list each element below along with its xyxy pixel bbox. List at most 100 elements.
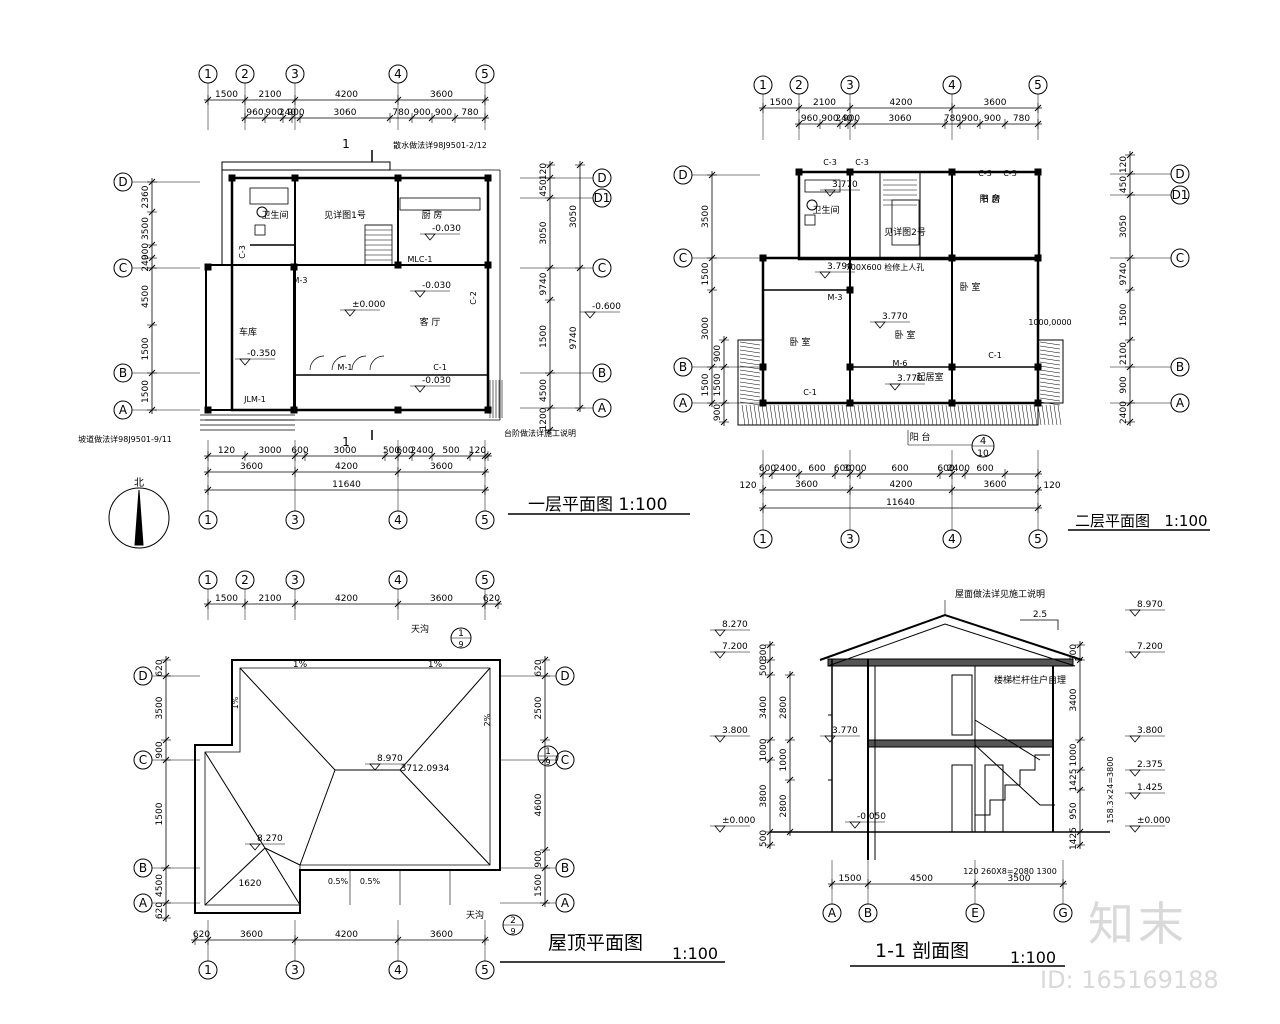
f2-hatch (1037, 404, 1042, 426)
f2-hatch (739, 361, 761, 366)
roof-axis-top-1-label: 1 (204, 573, 212, 587)
f1-room-label: 厨 房 (422, 209, 443, 221)
f2-dims-bottom2-text: 4200 (890, 480, 913, 490)
roof-dims-left-text: 4500 (155, 874, 165, 897)
f1-dims-bottom1-text: 2400 (411, 446, 434, 456)
roof-axis-right-D-label: D (560, 669, 569, 683)
f1-tag: C-3 (238, 245, 247, 259)
f2-dims-bottom1-text: 600 (891, 464, 908, 474)
sec-slope-mark (1020, 619, 1059, 630)
sec-level-inner: 3.770 (832, 726, 858, 736)
f2-hatch (869, 404, 874, 426)
roof-detail-sheet: 9 (458, 640, 463, 649)
roof-dim-text: 1620 (239, 879, 262, 889)
sec-level-right: 7.200 (1137, 642, 1163, 652)
f1-level: -0.030 (432, 224, 461, 234)
roof-hip (399, 769, 491, 866)
f2-hatch (993, 404, 998, 426)
level-mark (824, 735, 836, 743)
roof-hip (204, 751, 266, 849)
f1-north-label: 北 (134, 477, 144, 489)
level-mark (874, 321, 886, 329)
f1-axis-right-D-label: D (597, 171, 606, 185)
roof-level: 8.970 (377, 754, 403, 764)
roof-hip (264, 847, 301, 906)
f1-bathtub (249, 187, 289, 205)
level-mark (414, 385, 426, 393)
f1-section-mark: 1 (342, 435, 350, 449)
level-mark (584, 311, 596, 319)
f2-tag: M-6 (893, 359, 908, 368)
f1-dims-bottom1-text: 3000 (334, 446, 357, 456)
roof-dims-left-text: 900 (155, 741, 165, 758)
f1-dims-left-text: 1500 (141, 337, 151, 360)
f1-dims-right-text: 450 (539, 179, 549, 196)
f2-hatch (1033, 404, 1038, 426)
f2-hatch (781, 404, 786, 426)
sec-level-right: 1.425 (1137, 783, 1163, 793)
f2-dims-right-text: 3050 (1119, 215, 1129, 238)
f2-hatch (893, 404, 898, 426)
f2-hatch (945, 404, 950, 426)
roof-slope: 1% (231, 696, 240, 709)
f2-hatch (909, 404, 914, 426)
f2-hatch (739, 341, 761, 346)
f2-dims-total-text: 11640 (886, 498, 915, 508)
f2-hatch (925, 404, 930, 426)
f2-hatch (817, 404, 822, 426)
f2-hatch (1039, 401, 1061, 406)
roof-detail-sheet: 9 (510, 927, 515, 936)
f1-dims-bottom2-text: 3600 (430, 462, 453, 472)
f2-dims-bottom1-text: 2400 (774, 464, 797, 474)
f1-eave-top (221, 161, 391, 171)
f2-dims-right-text: 9740 (1119, 262, 1129, 285)
f2-dims-right-text: 2400 (1119, 401, 1129, 424)
sec-level-left: 3.800 (722, 726, 748, 736)
sec-axis-E-label: E (971, 906, 979, 920)
level-mark (344, 309, 356, 317)
f2-hatch (929, 404, 934, 426)
f1-outer-wall (230, 176, 490, 412)
f2-dims-top2-text: 240 (835, 114, 852, 124)
sec-dims-right-text: 1425 (1069, 769, 1079, 792)
f1-kitchen-counter (399, 197, 481, 211)
f2-dims-top2-text: 900 (961, 114, 978, 124)
f1-column (291, 174, 299, 182)
f1-dims-top2-text: 3060 (334, 108, 357, 118)
f2-hatch (1009, 404, 1014, 426)
f2-hatch (793, 404, 798, 426)
sec-dims-right-text: 1000 (1069, 743, 1079, 766)
f1-sink (254, 224, 266, 236)
f2-dims-top2-text: 780 (944, 114, 961, 124)
sec-level-right: ±0.000 (1137, 816, 1171, 826)
sec-dims-right-text: 950 (1069, 802, 1079, 819)
f2-tag: C-3 (978, 169, 992, 178)
roof-dims-bottom-text: 4200 (335, 930, 358, 940)
f1-column (484, 261, 492, 269)
f1-axis-right-B-label: B (598, 366, 606, 380)
f2-hatch (739, 353, 761, 358)
section-title: 1-1 剖面图 (875, 940, 970, 962)
f1-dims-total-text: 11640 (332, 480, 361, 490)
f2-hatch (957, 404, 962, 426)
roof-dims-left-text: 620 (155, 659, 165, 676)
roof-axis-bottom-3-label: 3 (291, 963, 299, 977)
f2-hatch (739, 389, 761, 394)
f1-dims-top2-text: 900 (265, 108, 282, 118)
f2-column (948, 399, 956, 407)
level-mark (714, 629, 726, 637)
f2-hatch (837, 404, 842, 426)
sec-roof-slab (827, 658, 1074, 667)
f2-hatch (761, 404, 766, 426)
f2-hatch (805, 404, 810, 426)
sec-dims-left-text: 500 (759, 659, 769, 676)
f1-north-circle (108, 487, 170, 549)
f2-level: 3.790 (827, 262, 853, 272)
roof-hip (299, 769, 336, 866)
f1-level: -0.030 (422, 281, 451, 291)
f2-tag: C-1 (803, 388, 817, 397)
f2-axis-bottom-1-label: 1 (759, 532, 767, 546)
f1-axis-right-D1-label: D1 (594, 191, 611, 205)
sec-dims-left-text: 3400 (759, 696, 769, 719)
f2-hatch (901, 404, 906, 426)
